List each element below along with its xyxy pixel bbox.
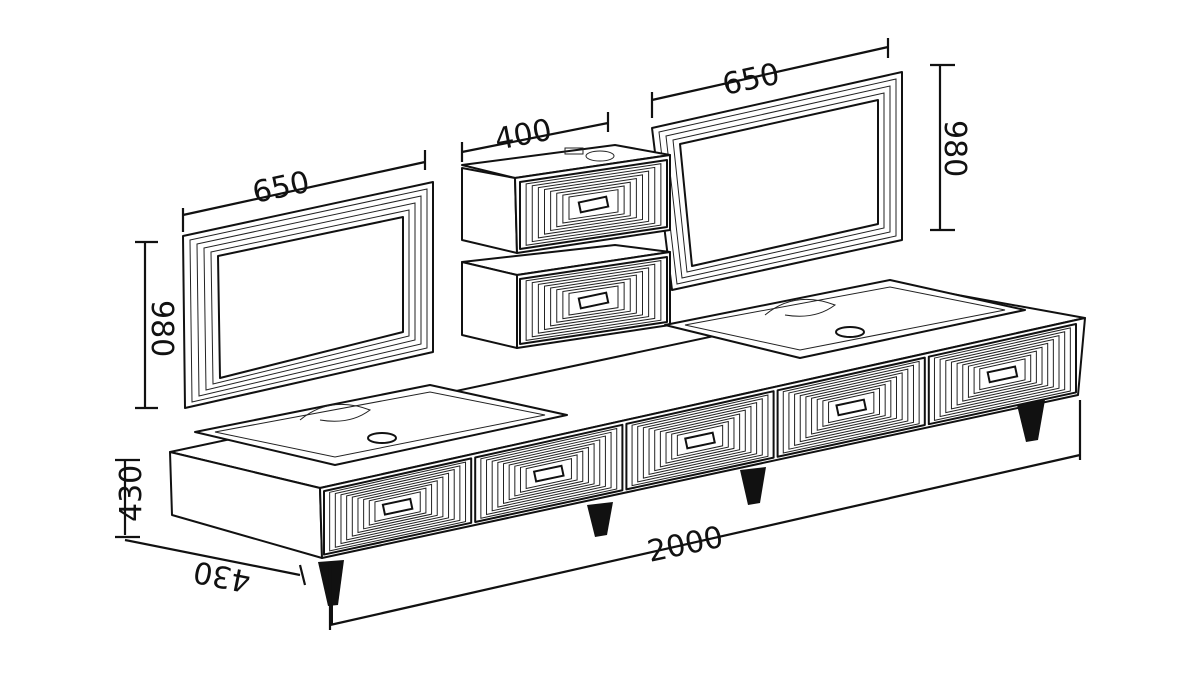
drawer-stripe [676, 424, 724, 457]
drawer-stripe [519, 454, 578, 493]
drawer-stripe [346, 472, 450, 541]
drawer-stripe [967, 350, 1037, 398]
drawer-stripe [816, 383, 886, 431]
drawer [927, 323, 1077, 426]
dim-left-mirror-width: 650 [249, 165, 312, 211]
drawer-stripe [828, 391, 875, 424]
drawer-stripe [562, 185, 625, 224]
drawer-stripe [497, 439, 601, 508]
drawer-stripe [648, 405, 752, 475]
drawer-stripe [642, 401, 758, 479]
drawer-stripe [351, 476, 444, 537]
drawer-stripe [550, 274, 637, 327]
drawer-stripe [480, 427, 618, 519]
drawer-stripe [491, 435, 606, 512]
cabinet-drawers [519, 159, 668, 345]
drawer-stripe [654, 409, 746, 472]
drawer-stripe [568, 285, 619, 316]
dim-vanity-depth: 430 [191, 553, 254, 598]
drawer [776, 356, 926, 458]
drawer-stripe [811, 379, 892, 435]
dim-right-mirror-width: 650 [719, 57, 782, 103]
drawer [625, 390, 775, 491]
drawer-stripe [799, 372, 903, 443]
dim-right-mirror-height: 980 [937, 120, 972, 177]
drawer-handle[interactable] [986, 365, 1019, 384]
drawer-stripe [363, 483, 433, 530]
drawer-stripe [556, 181, 631, 228]
dimension-lines [115, 38, 1082, 630]
drawer [474, 423, 624, 523]
dim-vanity-length: 2000 [644, 520, 726, 570]
drawer [323, 457, 473, 556]
drawer-stripe [556, 278, 631, 323]
right-sink [664, 279, 1026, 359]
drawer-stripe [531, 166, 656, 243]
drawer-stripe [550, 177, 637, 232]
drawer-stripe [537, 267, 650, 334]
drawer-stripe [544, 270, 643, 331]
vanity-drawers [323, 323, 1077, 556]
drawer-handle[interactable] [684, 431, 716, 450]
leg [740, 467, 766, 505]
drawer-stripe [933, 327, 1071, 421]
drawer-stripe [357, 480, 438, 534]
drawer-stripe [782, 360, 920, 454]
drawer-handle[interactable] [577, 195, 610, 214]
drawer-stripe [562, 281, 625, 320]
drawer-stripe [514, 450, 584, 497]
drawer-stripe [537, 170, 650, 239]
drawer-handle[interactable] [381, 497, 414, 516]
dim-cabinet-width: 400 [492, 113, 555, 158]
cabinet-drawer [519, 256, 668, 345]
drawer-handle[interactable] [532, 464, 565, 483]
drawer-stripe [340, 468, 455, 545]
drawer-stripe [671, 420, 729, 460]
drawer-stripe [950, 338, 1054, 410]
drawer-stripe [973, 354, 1032, 395]
drawer-stripe [568, 189, 619, 220]
drawer-stripe [665, 417, 735, 464]
drawer-handle[interactable] [577, 291, 610, 310]
drawer-stripe [531, 263, 656, 338]
drawer-stripe [805, 376, 897, 439]
drawer-stripe [329, 461, 467, 552]
dim-left-mirror-height: 980 [144, 300, 179, 357]
left-mirror [182, 181, 434, 409]
leg [587, 502, 613, 537]
drawer-stripe [503, 442, 595, 504]
drawer-stripe [659, 413, 741, 468]
drawer-stripe [979, 358, 1026, 391]
drawer-stripe [334, 465, 461, 548]
drawer-stripe [637, 398, 763, 483]
drawer-stripe [544, 174, 643, 235]
drawer-stripe [794, 368, 909, 447]
drawer-stripe [788, 364, 914, 450]
drawer-stripe [525, 260, 662, 341]
drawer-stripe [962, 346, 1043, 402]
drawer-stripe [956, 342, 1049, 406]
drawer-stripe [525, 163, 662, 246]
cabinet-drawer [519, 159, 668, 250]
drawer-stripe [508, 446, 589, 501]
drawer-stripe [486, 431, 612, 516]
dim-vanity-height: 430 [114, 465, 149, 522]
drawer-stripe [939, 331, 1066, 418]
leg [1017, 400, 1045, 442]
right-mirror [651, 71, 903, 291]
drawer-stripe [631, 394, 769, 487]
drawer-stripe [374, 491, 421, 523]
drawer-stripe [822, 387, 881, 428]
drawer-stripe [945, 334, 1060, 414]
left-sink [194, 384, 568, 466]
drawer-handle[interactable] [835, 398, 868, 417]
drawer-stripe [368, 487, 427, 526]
drawer-stripe [525, 457, 572, 490]
